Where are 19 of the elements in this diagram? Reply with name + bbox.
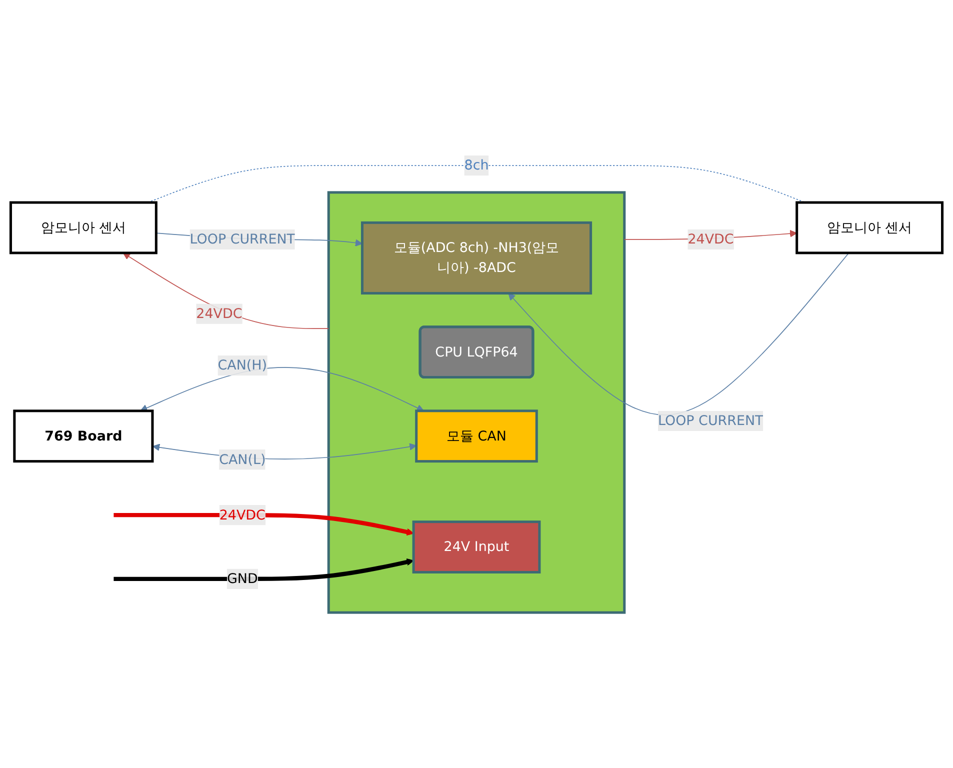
node-box: 모듈(ADC 8ch) -NH3(암모니아) -8ADC <box>360 221 592 294</box>
arrow <box>122 252 330 329</box>
edge-label: 24VDC <box>219 506 266 523</box>
edge-label: 24VDC <box>196 305 242 322</box>
edge-label: CAN(L) <box>219 451 266 468</box>
node-box: 모듈 CAN <box>415 410 538 463</box>
edge-label: CAN(H) <box>218 357 268 374</box>
cluster <box>327 191 626 614</box>
node-box: 769 Board <box>13 410 154 463</box>
edge-label: GND <box>226 570 258 586</box>
node-box: 암모니아 센서 <box>796 201 944 254</box>
arrow <box>114 558 414 582</box>
node-box: 24V Input <box>412 520 541 574</box>
arrow <box>508 252 850 416</box>
edge-label: LOOP CURRENT <box>658 412 764 429</box>
edge-label: LOOP CURRENT <box>190 231 296 248</box>
edge-label: 8ch <box>464 157 489 174</box>
edge-label: 24VDC <box>688 231 734 248</box>
node-box: 암모니아 센서 <box>9 201 158 254</box>
